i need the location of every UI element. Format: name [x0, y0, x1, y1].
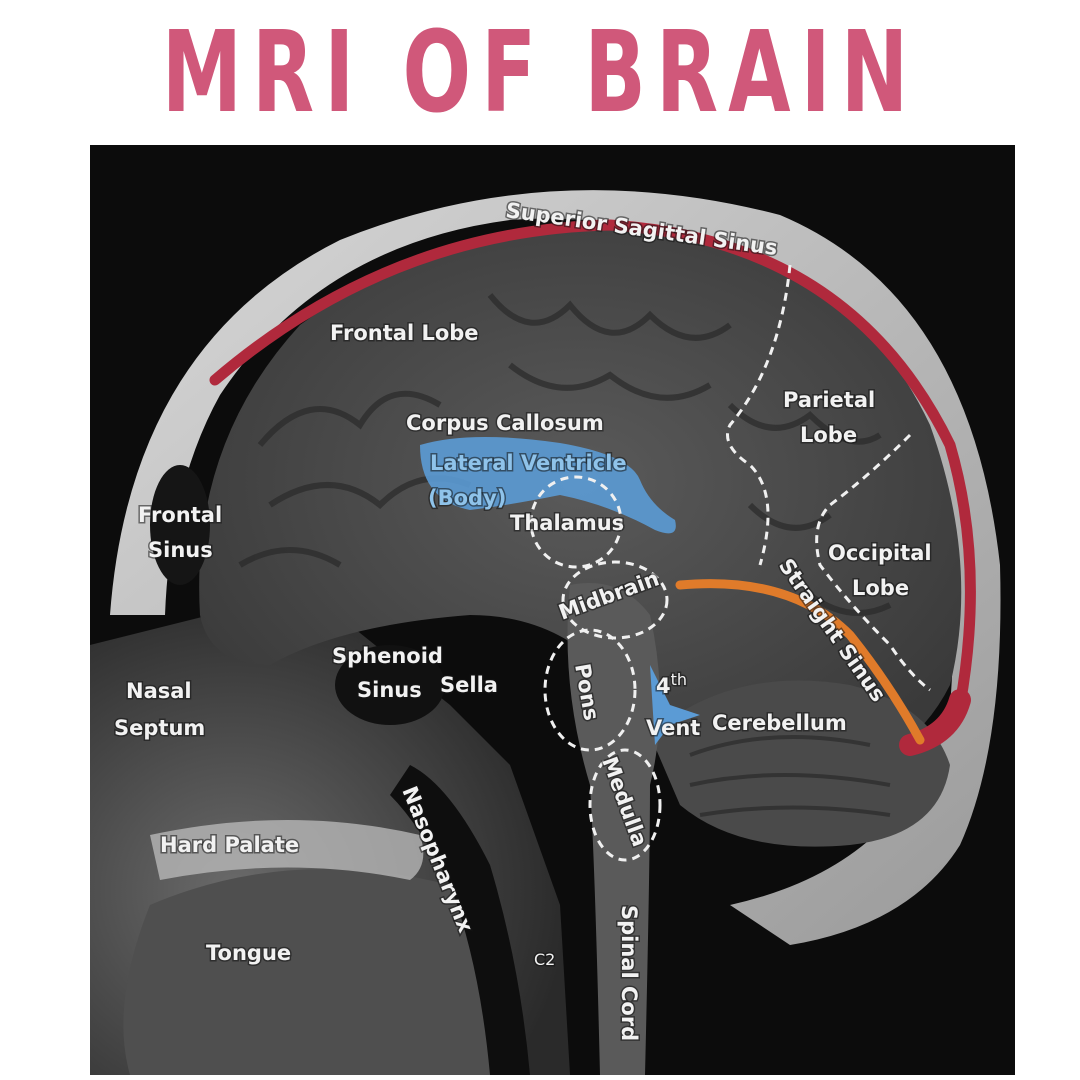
brainstem-cord [567, 583, 660, 1075]
label-occipital-lobe-2: Lobe [852, 576, 909, 600]
label-frontal-lobe: Frontal Lobe [330, 321, 479, 345]
frontal-sinus-cavity [150, 465, 210, 585]
label-cerebellum: Cerebellum [712, 711, 847, 735]
label-occipital-lobe-1: Occipital [828, 541, 932, 565]
label-sphenoid-sinus-2: Sinus [357, 678, 422, 702]
medulla-outline [588, 748, 662, 862]
fourth-ventricle-shape [650, 665, 700, 745]
airway [390, 765, 530, 1075]
label-lateral-ventricle-1: Lateral Ventricle [430, 451, 627, 475]
label-thalamus: Thalamus [510, 511, 624, 535]
cerebrum [199, 228, 962, 790]
label-parietal-lobe-2: Lobe [800, 423, 857, 447]
label-c2: C2 [534, 950, 555, 969]
sphenoid-sinus-cavity [335, 645, 445, 725]
thalamus-outline [529, 475, 623, 569]
label-corpus-callosum: Corpus Callosum [406, 411, 604, 435]
label-sella: Sella [440, 673, 498, 697]
label-frontal-sinus-1: Frontal [138, 503, 222, 527]
structure-outlines [529, 264, 931, 862]
tongue-region [123, 869, 496, 1075]
label-fourth-vent-number: 4th [656, 670, 687, 698]
label-sphenoid-sinus-1: Sphenoid [332, 644, 443, 668]
skull [110, 190, 1001, 945]
central-sulcus-line [726, 264, 792, 566]
label-tongue: Tongue [206, 941, 291, 965]
mri-scan: Superior Sagittal Sinus Frontal Lobe Par… [90, 145, 1015, 1075]
label-frontal-sinus-2: Sinus [148, 538, 213, 562]
label-hard-palate: Hard Palate [160, 833, 299, 857]
label-lateral-ventricle-2: (Body) [428, 486, 506, 510]
label-parietal-lobe-1: Parietal [783, 388, 875, 412]
page-title: MRI OF BRAIN [161, 8, 919, 138]
label-nasal-septum-2: Septum [114, 716, 205, 740]
superior-sagittal-sinus-line [209, 219, 976, 711]
parieto-occipital-line [815, 433, 931, 692]
label-fourth-vent: Vent [646, 716, 700, 740]
hard-palate-bone [150, 820, 424, 880]
label-spinal-cord: Spinal Cord [617, 905, 641, 1041]
straight-sinus-line [675, 579, 925, 745]
label-nasal-septum-1: Nasal [126, 679, 192, 703]
cerebellum-folia [689, 735, 891, 817]
midbrain-outline [561, 560, 669, 640]
pons-outline [543, 628, 637, 752]
cerebellum-tissue [650, 680, 950, 847]
